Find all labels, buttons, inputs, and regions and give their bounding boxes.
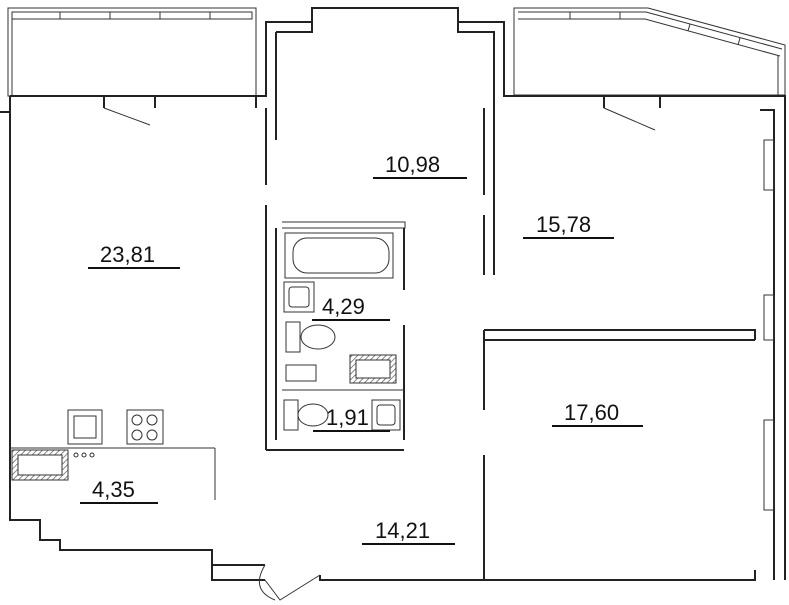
balcony-left — [7, 7, 257, 97]
kitchen-counter — [11, 449, 95, 481]
room-living-room: 23,81 — [88, 242, 180, 269]
sink-bathroom — [283, 281, 315, 313]
bathroom-shelf — [285, 364, 317, 382]
toilet-bathroom — [285, 321, 336, 353]
area-label: 4,29 — [322, 294, 365, 319]
kitchen-sink — [67, 409, 103, 445]
door-swings — [103, 107, 656, 601]
washing-machine — [349, 354, 397, 384]
stove — [126, 409, 164, 445]
room-bathroom: 4,29 — [312, 294, 390, 321]
area-label: 1,91 — [326, 405, 369, 430]
toilet-wc — [283, 399, 329, 431]
inner-walls — [10, 108, 756, 580]
area-label: 4,35 — [92, 477, 135, 502]
area-label: 14,21 — [375, 518, 430, 543]
area-label: 10,98 — [385, 152, 440, 177]
room-wc: 1,91 — [313, 405, 390, 432]
room-kitchen: 4,35 — [80, 477, 158, 504]
bathtub — [284, 232, 394, 279]
balcony-right — [513, 7, 786, 96]
outer-walls — [0, 7, 786, 581]
area-label: 15,78 — [536, 212, 591, 237]
area-label: 17,60 — [564, 400, 619, 425]
room-bedroom-1: 15,78 — [523, 212, 614, 239]
sink-wc — [371, 399, 401, 431]
room-balcony-room: 10,98 — [373, 152, 467, 179]
right-windows — [763, 139, 775, 511]
area-label: 23,81 — [100, 242, 155, 267]
room-hallway: 14,21 — [362, 518, 455, 545]
room-bedroom-2: 17,60 — [552, 400, 643, 427]
